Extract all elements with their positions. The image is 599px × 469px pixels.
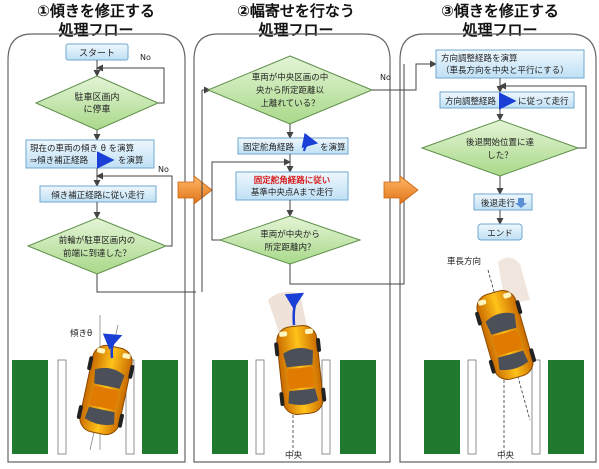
panel3-process-follow-direction-line2: に従って走行 xyxy=(518,96,569,107)
end-terminal xyxy=(477,223,523,241)
panel3-decision-reverse-start-line1: 後退開始位置に達 xyxy=(466,137,535,148)
panel3-car xyxy=(470,285,540,385)
panel2-process-fixed-steer-calc xyxy=(237,137,349,155)
panel2-parking-line-right xyxy=(321,359,331,455)
panel1-frame xyxy=(7,33,186,463)
panel2-steer-arrow xyxy=(284,292,305,326)
panel2-decision-within-distance-line2: 所定距離内？ xyxy=(264,242,315,253)
panel2-center-label: 中央 xyxy=(285,450,303,461)
panel2-title-text: ②幅寄せを行なう xyxy=(237,2,355,20)
panel3-process-reverse-label: 後退走行 xyxy=(481,198,516,209)
panel2-parking-slot-left xyxy=(212,360,248,454)
panel2-decision-within-distance xyxy=(218,215,362,265)
panel3-process-direction-calc xyxy=(435,49,585,79)
panel3-parking-line-left xyxy=(467,359,477,455)
down-arrow-icon xyxy=(515,198,527,208)
start-label: スタート xyxy=(79,48,115,59)
curved-blue-arrow-icon xyxy=(301,132,319,152)
panel2-process-drive-to-center-line2: 基準中央点Aまで走行 xyxy=(251,187,334,198)
panel1-process-tilt-calc xyxy=(25,139,155,169)
panel1-parking-slot-left xyxy=(12,360,48,454)
panel1-process-tilt-calc-line3: を演算 xyxy=(118,155,144,166)
panel3-decision-reverse-start xyxy=(420,119,580,177)
panel3-process-direction-calc-line1: 方向調整経路を演算 xyxy=(441,53,518,64)
panel1-process-tilt-calc-line2: ⇒傾き補正経路 xyxy=(30,155,89,166)
panel2-process-drive-to-center-line1: 固定舵角経路に従い xyxy=(254,175,331,186)
panel3-frame xyxy=(399,33,597,463)
panel2-to-panel3-arrow xyxy=(383,175,419,205)
panel2-decision-within-distance-line1: 車両が中央から xyxy=(260,229,320,240)
panel3-decision-reverse-start-line2: した？ xyxy=(487,151,513,161)
panel1-steer-arrow xyxy=(102,333,123,359)
panel2-car xyxy=(272,323,328,417)
panel2-parking-slot-right xyxy=(340,360,376,454)
panel2-parking-line-left xyxy=(255,359,265,455)
panel2-process-fixed-steer-calc-line1: 固定舵角経路 xyxy=(243,142,295,153)
panel1-parking-line-left xyxy=(57,359,67,455)
panel1-no-label-2: No xyxy=(158,165,169,174)
panel1-decision-stopped-line2: に停車 xyxy=(83,103,110,115)
panel1-parking-slot-right xyxy=(142,360,178,454)
panel1-decision-front-reached-line1: 前輪が駐車区画内の xyxy=(59,235,136,246)
panel2-decision-offset-line2: 央から所定距離以 xyxy=(256,85,325,96)
panel1-decision-front-reached-line2: 前端に到達した？ xyxy=(63,248,131,259)
end-label: エンド xyxy=(487,229,513,239)
panel1-decision-front-reached xyxy=(26,217,168,275)
panel2-no-label: No xyxy=(380,73,391,82)
panel1-title-text: ①傾きを修正する xyxy=(37,2,155,20)
panel1-decision-stopped xyxy=(34,75,160,131)
panel2-frame xyxy=(193,33,391,463)
panel2-process-fixed-steer-calc-line2: を演算 xyxy=(320,142,346,153)
panel3-process-reverse xyxy=(473,193,533,211)
panel2-decision-offset-line3: 上離れている？ xyxy=(260,98,319,109)
panel2-decision-offset-line1: 車両が中央区画の中 xyxy=(252,72,329,83)
panel1-decision-stopped-line1: 駐車区画内 xyxy=(74,91,119,103)
panel3-center-label: 中央 xyxy=(497,450,515,461)
panel3-process-follow-direction-line1: 方向調整経路 xyxy=(445,96,497,107)
panel2-process-drive-to-center xyxy=(235,171,349,201)
car-direction-label: 車長方向 xyxy=(447,256,481,267)
panel1-to-panel2-arrow xyxy=(177,175,213,205)
panel3-process-direction-calc-line2: （車長方向を中央と平行にする） xyxy=(441,65,569,76)
panel3-parking-slot-left xyxy=(424,360,460,454)
panel3-title-text: ③傾きを修正する xyxy=(441,2,559,20)
panel1-process-follow-path-label: 傾き補正経路に従い走行 xyxy=(51,190,145,201)
panel3-parking-line-right xyxy=(531,359,541,455)
panel1-process-tilt-calc-line1: 現在の車両の傾き θ を演算 xyxy=(30,143,135,154)
panel1-no-label-1: No xyxy=(140,53,151,62)
tilt-label: 傾きθ xyxy=(70,328,92,339)
panel1-process-follow-path xyxy=(39,185,157,203)
panel3-parking-slot-right xyxy=(548,360,584,454)
